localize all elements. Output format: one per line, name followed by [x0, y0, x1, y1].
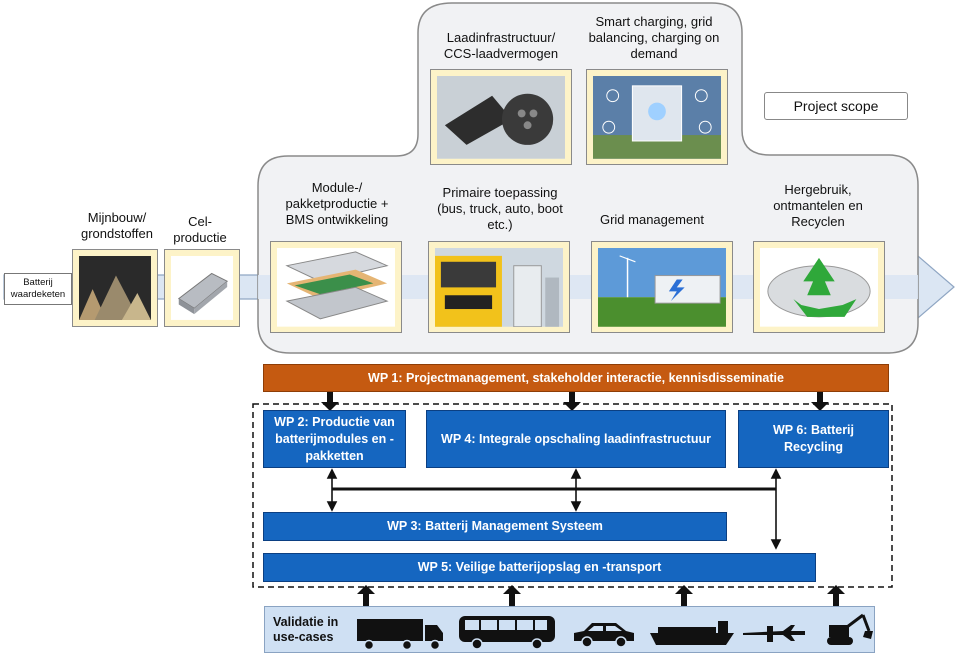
validation-label: Validatie in use-cases	[273, 615, 339, 644]
wp6-box: WP 6: Batterij Recycling	[738, 410, 889, 468]
car-icon	[574, 623, 634, 648]
grid-photo	[591, 241, 733, 333]
excavator-icon	[827, 613, 873, 645]
validation-panel: Validatie in use-cases	[264, 606, 875, 653]
module-photo	[270, 241, 402, 333]
project-scope-label: Project scope	[764, 92, 908, 120]
stage-label-charging-infra: Laadinfrastructuur/ CCS-laadvermogen	[443, 30, 559, 61]
wp5-box: WP 5: Veilige batterijopslag en -transpo…	[263, 553, 816, 582]
vehicle-icons	[357, 613, 873, 651]
cell-photo	[164, 249, 240, 327]
airplane-icon	[743, 625, 805, 642]
stage-label-smart-charging: Smart charging, grid balancing, charging…	[588, 14, 720, 61]
connector-lines	[326, 468, 782, 550]
stage-label-grid: Grid management	[599, 212, 705, 227]
charging-infra-photo	[430, 69, 572, 165]
bus-icon	[459, 616, 555, 650]
value-chain-label: Batterij waardeketen	[4, 273, 72, 305]
stage-label-reuse: Hergebruik, ontmantelen en Recyclen	[773, 182, 863, 229]
wp2-box: WP 2: Productie van batterijmodules en -…	[263, 410, 406, 468]
wp3-box: WP 3: Batterij Management Systeem	[263, 512, 727, 541]
wp4-box: WP 4: Integrale opschaling laadinfrastru…	[426, 410, 726, 468]
primary-use-photo	[428, 241, 570, 333]
wp1-box: WP 1: Projectmanagement, stakeholder int…	[263, 364, 889, 392]
stage-label-primary: Primaire toepassing (bus, truck, auto, b…	[437, 185, 563, 232]
stage-label-module: Module-/ pakketproductie + BMS ontwikkel…	[285, 180, 389, 227]
stage-label-mining: Mijnbouw/ grondstoffen	[80, 210, 154, 241]
truck-icon	[357, 619, 443, 651]
stage-label-cell: Cel- productie	[173, 214, 227, 245]
ship-icon	[650, 621, 734, 645]
recycling-photo	[753, 241, 885, 333]
mining-photo	[72, 249, 158, 327]
smart-charging-photo	[586, 69, 728, 165]
wp-dashed-frame	[252, 403, 893, 588]
